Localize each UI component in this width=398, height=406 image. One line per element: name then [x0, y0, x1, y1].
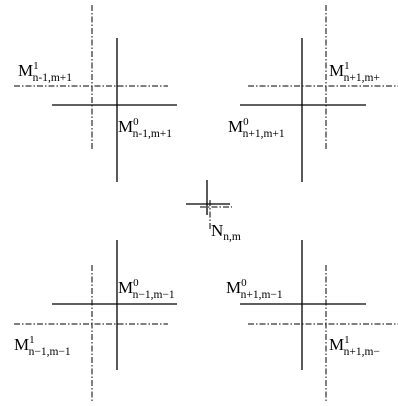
- label-center: Nn,m: [211, 221, 241, 243]
